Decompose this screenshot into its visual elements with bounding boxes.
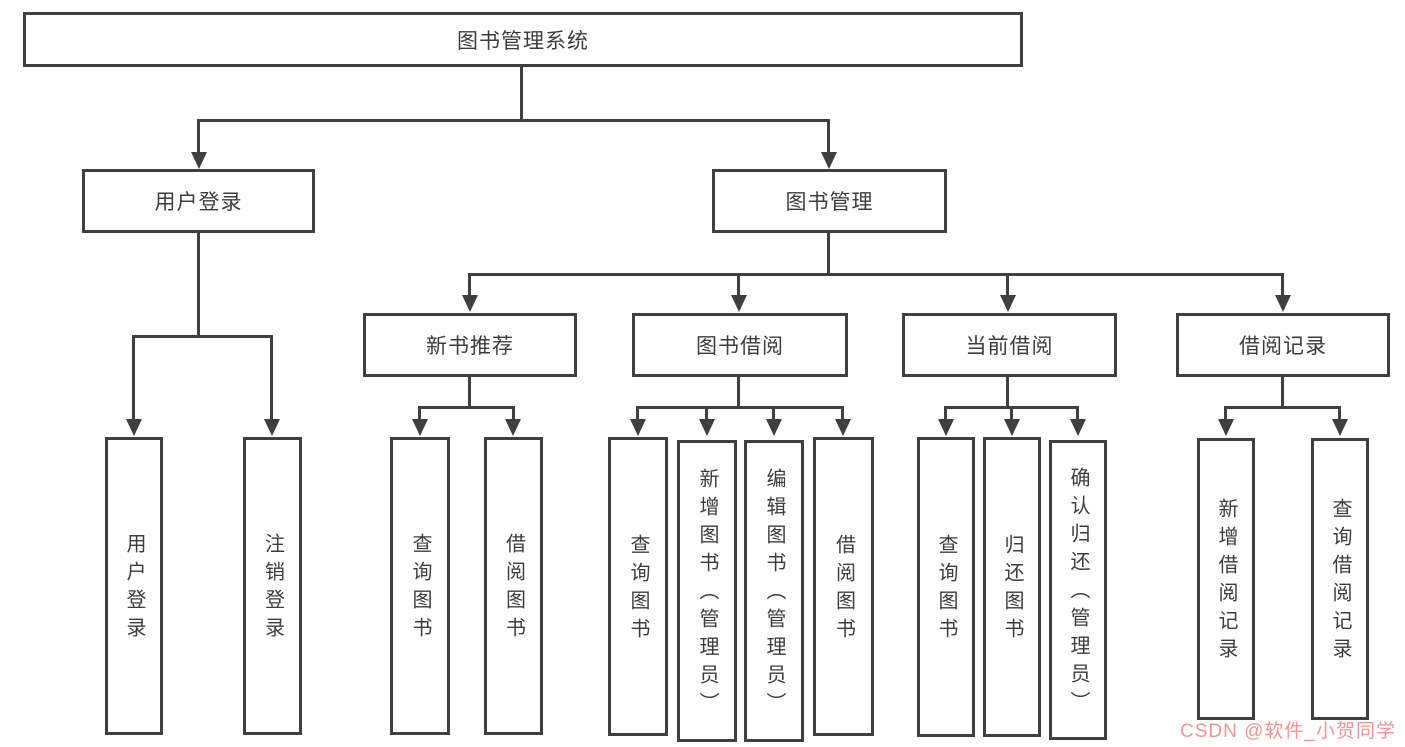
leaf-query-book-1: 查询图书: [390, 437, 450, 735]
connector-level2-bar: [468, 273, 1284, 276]
connector-g3-drop: [737, 377, 740, 409]
connector-g3-4: [841, 406, 844, 419]
connector-g2-r: [512, 406, 515, 419]
node-current-borrow: 当前借阅: [902, 313, 1117, 377]
leaf-edit-book-admin: 编辑图书（管理员）: [744, 440, 804, 742]
connector-g3-bar: [636, 406, 843, 409]
connector-g2-drop: [468, 377, 471, 409]
connector-g5-r: [1338, 406, 1341, 419]
leaf-query-book-3: 查询图书: [917, 437, 975, 737]
leaf-borrow-book-1: 借阅图书: [484, 437, 543, 735]
connector-g4-drop: [1006, 377, 1009, 409]
connector-to-current-borrow: [1006, 273, 1009, 295]
arrowhead: [1332, 419, 1348, 436]
connector-g5-bar: [1224, 406, 1340, 409]
arrowhead: [126, 419, 142, 436]
arrowhead: [1218, 419, 1234, 436]
arrowhead: [731, 295, 747, 312]
leaf-add-book-admin: 新增图书（管理员）: [677, 440, 737, 742]
node-new-book-recommend: 新书推荐: [363, 313, 577, 377]
node-borrow-records: 借阅记录: [1176, 313, 1390, 377]
arrowhead: [766, 419, 782, 436]
connector-login-drop: [197, 233, 200, 337]
connector-login-bar: [132, 335, 273, 338]
arrowhead: [699, 419, 715, 436]
watermark: CSDN @软件_小贺同学: [1180, 721, 1396, 742]
arrowhead: [630, 419, 646, 436]
arrowhead: [821, 152, 837, 169]
leaf-confirm-return-admin: 确认归还（管理员）: [1049, 440, 1107, 740]
connector-to-borrow-records: [1281, 273, 1284, 295]
arrowhead: [462, 295, 478, 312]
arrowhead: [1070, 419, 1086, 436]
node-user-login: 用户登录: [82, 169, 315, 233]
connector-root-drop: [520, 67, 523, 119]
connector-g4-3: [1076, 406, 1079, 419]
leaf-borrow-book-2: 借阅图书: [813, 437, 874, 736]
arrowhead: [835, 419, 851, 436]
connector-to-book-management: [827, 119, 830, 152]
connector-g2-l: [418, 406, 421, 419]
node-book-borrow: 图书借阅: [632, 313, 848, 377]
connector-to-leaf-logout: [270, 335, 273, 419]
arrowhead: [264, 419, 280, 436]
leaf-query-book-2: 查询图书: [608, 437, 668, 736]
connector-mgmt-drop: [827, 233, 830, 276]
leaf-user-login: 用户登录: [105, 437, 163, 735]
node-book-management: 图书管理: [712, 169, 947, 233]
connector-to-book-borrow: [737, 273, 740, 295]
connector-level1-bar: [197, 119, 830, 122]
connector-g4-2: [1010, 406, 1013, 419]
connector-g3-2: [705, 406, 708, 419]
leaf-query-borrow-record: 查询借阅记录: [1311, 438, 1369, 720]
connector-g3-3: [772, 406, 775, 419]
leaf-add-borrow-record: 新增借阅记录: [1197, 438, 1255, 720]
arrowhead: [191, 152, 207, 169]
arrowhead: [412, 419, 428, 436]
connector-g5-l: [1224, 406, 1227, 419]
connector-g3-1: [636, 406, 639, 419]
connector-to-new-book: [468, 273, 471, 295]
arrowhead: [1275, 295, 1291, 312]
arrowhead: [1000, 295, 1016, 312]
leaf-return-book: 归还图书: [983, 437, 1041, 737]
connector-g4-1: [944, 406, 947, 419]
node-system-root: 图书管理系统: [23, 12, 1023, 67]
arrowhead: [1004, 419, 1020, 436]
leaf-logout: 注销登录: [243, 437, 302, 735]
arrowhead: [938, 419, 954, 436]
connector-g5-drop: [1281, 377, 1284, 409]
connector-to-leaf-login: [132, 335, 135, 419]
connector-to-user-login: [197, 119, 200, 152]
arrowhead: [505, 419, 521, 436]
connector-g2-bar: [418, 406, 515, 409]
